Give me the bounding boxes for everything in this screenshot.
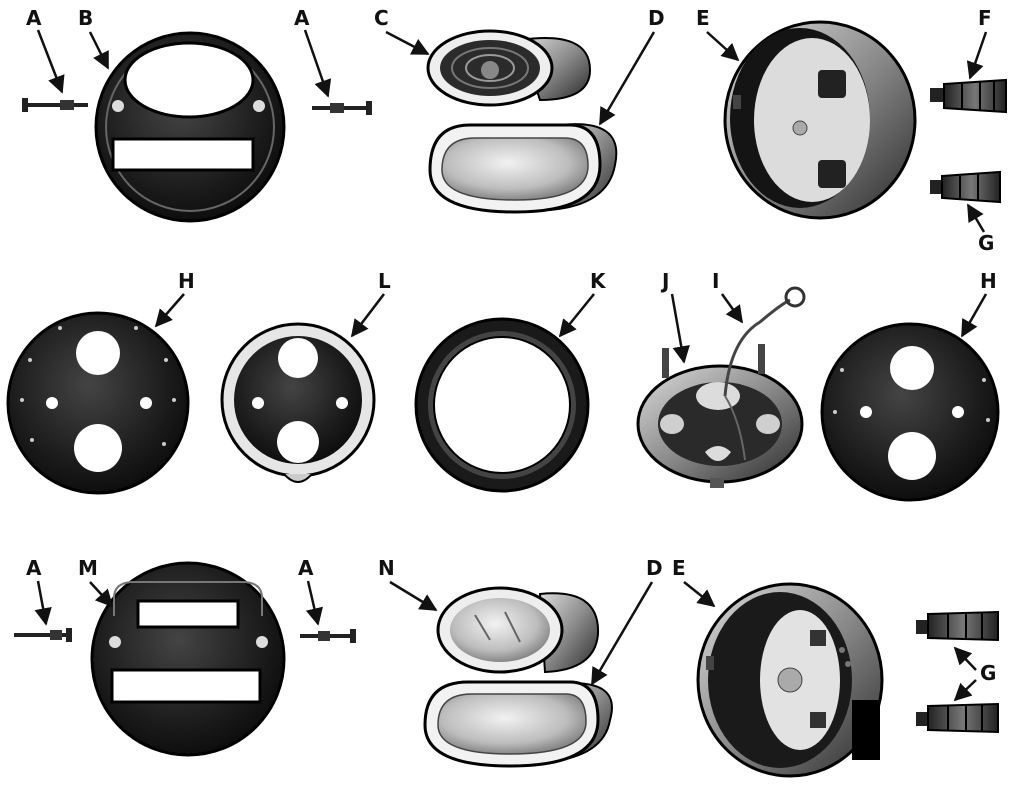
socket-g-bottom-2	[916, 704, 998, 732]
bracket-j	[638, 344, 802, 488]
label-l: L	[378, 269, 391, 293]
arrow-l	[352, 294, 384, 336]
arrow-d-2	[592, 582, 652, 684]
arrow-a-3	[38, 581, 46, 624]
label-a-1: A	[26, 6, 42, 30]
housing-e-bottom	[698, 584, 882, 776]
arrow-g-2b	[955, 680, 976, 700]
plate-l	[222, 324, 374, 482]
arrow-m	[90, 582, 112, 606]
arrow-e-2	[684, 582, 714, 606]
socket-g-bottom-1	[916, 612, 998, 640]
arrow-a-2	[305, 30, 328, 96]
reflector-plate-h-right	[822, 324, 998, 500]
screw-a-top-left	[22, 98, 88, 112]
label-g-1: G	[978, 231, 994, 255]
arrow-d-1	[600, 32, 654, 124]
arrow-j	[672, 294, 684, 362]
label-h-2: H	[980, 269, 997, 293]
screw-a-bottom-right	[300, 629, 356, 643]
arrow-h-2	[962, 294, 986, 336]
socket-f	[930, 80, 1006, 112]
label-n: N	[378, 556, 395, 580]
arrow-a-1	[38, 30, 62, 92]
arrow-i	[722, 294, 742, 322]
label-d-1: D	[648, 6, 665, 30]
screw-a-top-right	[312, 101, 372, 115]
label-e-1: E	[696, 6, 710, 30]
label-f: F	[978, 6, 992, 30]
arrow-a-4	[308, 581, 318, 624]
label-b: B	[78, 6, 93, 30]
door-b	[96, 33, 284, 221]
lens-d-bottom	[425, 682, 612, 766]
label-k: K	[590, 269, 607, 293]
socket-g-top	[930, 172, 1000, 202]
reflector-plate-h-left	[8, 313, 188, 493]
label-a-3: A	[26, 556, 42, 580]
lens-n	[438, 588, 598, 672]
screw-a-bottom-left	[14, 628, 72, 642]
lens-d-top	[430, 124, 616, 212]
arrow-c	[386, 32, 428, 54]
label-g-2: G	[980, 661, 996, 685]
housing-e-top	[725, 22, 915, 218]
label-h-1: H	[178, 269, 195, 293]
arrow-h-1	[156, 294, 184, 326]
arrow-k	[560, 294, 594, 336]
door-m	[92, 563, 284, 755]
label-m: M	[78, 556, 98, 580]
arrow-n	[390, 582, 436, 610]
lens-c	[428, 31, 590, 105]
label-e-2: E	[672, 556, 686, 580]
label-j: J	[660, 269, 669, 293]
arrow-f	[970, 32, 986, 78]
label-i: I	[712, 269, 719, 293]
arrow-e-1	[707, 32, 738, 60]
arrow-g-1	[968, 205, 984, 232]
gasket-k	[416, 319, 588, 491]
label-a-2: A	[294, 6, 310, 30]
label-c: C	[374, 6, 389, 30]
label-d-2: D	[646, 556, 663, 580]
arrow-b	[90, 32, 108, 68]
label-a-4: A	[298, 556, 314, 580]
arrow-g-2a	[955, 648, 976, 670]
